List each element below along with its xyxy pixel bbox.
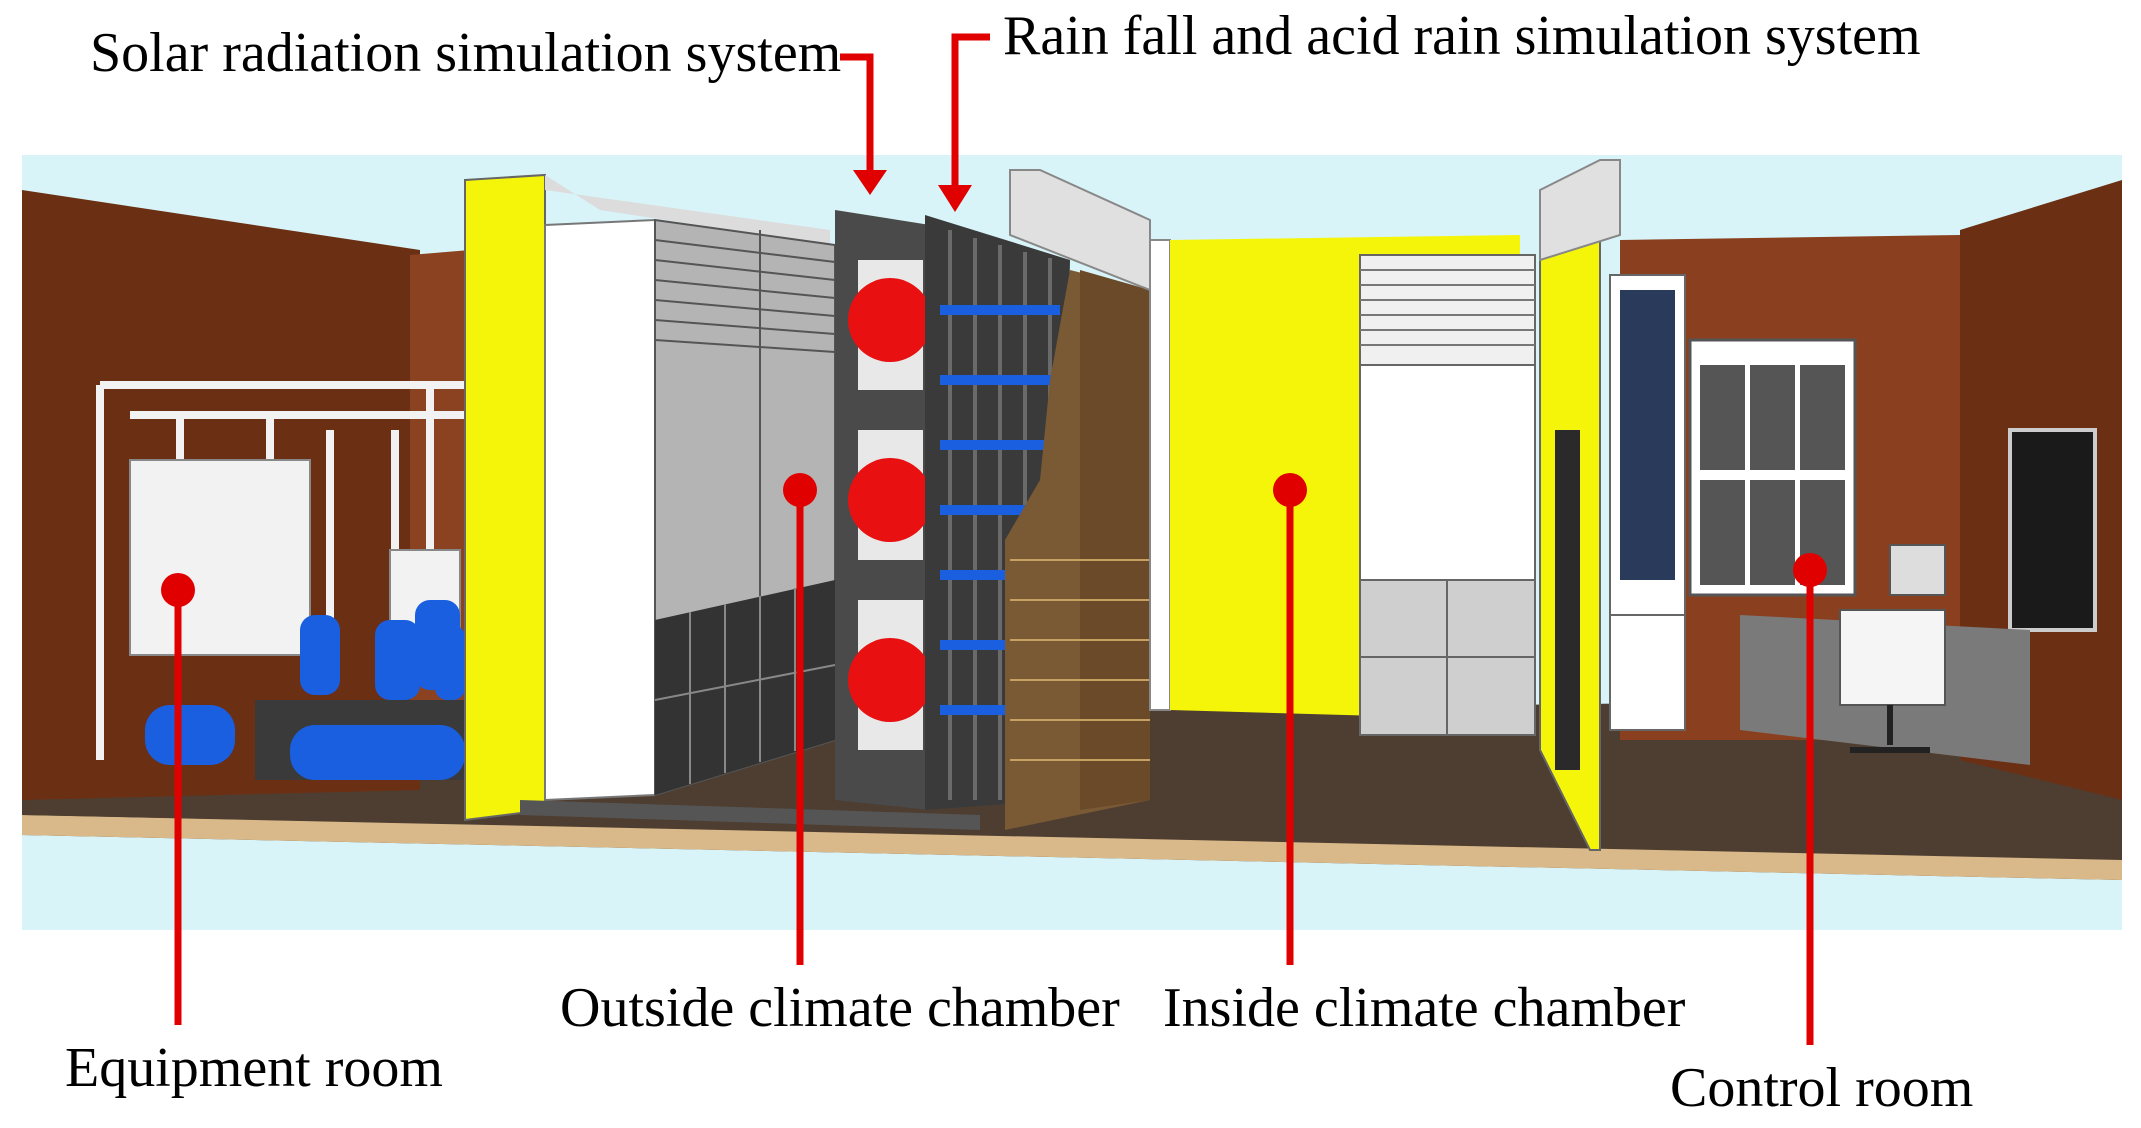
equipment-room-marker	[161, 573, 195, 1025]
solar-radiation-label: Solar radiation simulation system	[90, 22, 842, 84]
inside-chamber-left-post	[1149, 239, 1171, 711]
chamber-base-rail	[520, 800, 980, 830]
rain-arrowhead	[938, 185, 972, 212]
outside-chamber-yellow-wall	[464, 173, 546, 822]
outside-chamber-label: Outside climate chamber	[560, 977, 1120, 1039]
inside-chamber-top-block	[1539, 159, 1621, 262]
rain-simulation-label: Rain fall and acid rain simulation syste…	[1003, 5, 1921, 67]
equipment-tanks	[145, 600, 470, 780]
air-handling-grille	[655, 580, 835, 795]
control-room-chair	[1839, 609, 1946, 753]
equipment-room-label: Equipment room	[65, 1037, 443, 1099]
outside-chamber-white-panel	[544, 218, 656, 802]
pipe-frame	[96, 381, 470, 760]
rain-arrow	[951, 33, 990, 195]
control-room-shelf	[1609, 274, 1686, 616]
control-room-window	[1688, 338, 1857, 597]
equipment-cabinet	[129, 459, 311, 656]
control-room-lower-cabinet	[1609, 614, 1686, 731]
inside-chamber-ahu	[1359, 254, 1536, 736]
control-room-marker	[1793, 553, 1827, 1045]
control-room-label: Control room	[1670, 1057, 1974, 1119]
outside-chamber-marker	[783, 473, 817, 965]
inside-chamber-door	[1555, 430, 1580, 770]
outside-chamber-top	[545, 175, 830, 245]
control-room-tv	[2008, 428, 2097, 632]
inside-chamber-label: Inside climate chamber	[1163, 977, 1686, 1039]
solar-radiation-frame	[835, 210, 932, 810]
brick-wall	[1005, 270, 1150, 830]
floor-edge	[22, 815, 2122, 880]
solar-arrow	[840, 53, 874, 180]
inside-chamber-marker	[1273, 473, 1307, 965]
solar-arrowhead	[853, 170, 887, 195]
grille-lines	[654, 588, 836, 784]
